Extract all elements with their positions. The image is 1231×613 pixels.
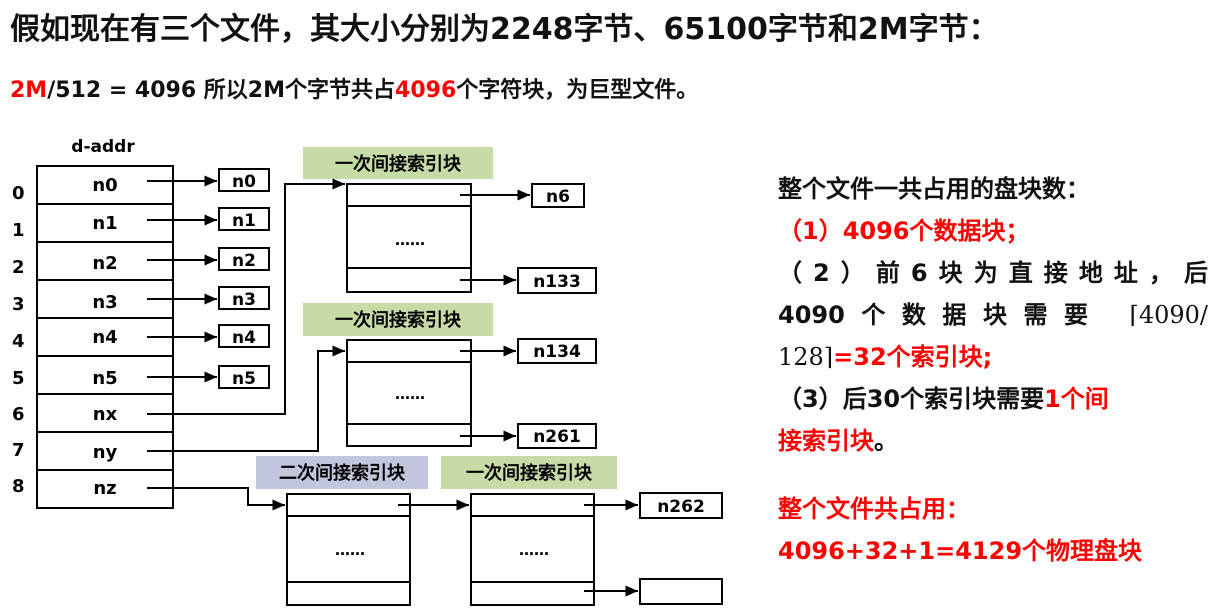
direct-arrows bbox=[147, 175, 217, 383]
calc-text: /512 = 4096 所以2M个字节共占 bbox=[47, 78, 396, 103]
calculation-panel: 整个文件一共占用的盘块数： （1）4096个数据块； （2）前6块为直接地址，后… bbox=[778, 168, 1208, 572]
total-label: 整个文件共占用： bbox=[778, 495, 970, 523]
index-label-single-2: 一次间接索引块 bbox=[335, 309, 462, 331]
slot-label: n3 bbox=[92, 292, 117, 313]
slot-label: n1 bbox=[92, 213, 117, 234]
single-index-block-2: …… n134 n261 bbox=[346, 338, 597, 449]
row-index: 3 bbox=[12, 294, 25, 315]
indirect-count-highlight: 1个间 bbox=[1044, 385, 1109, 413]
direct-block-label: n0 bbox=[232, 172, 256, 192]
direct-block-label: n4 bbox=[232, 328, 256, 348]
direct-blocks: n0 n1 n2 n3 n4 n5 bbox=[218, 168, 270, 389]
row-index: 4 bbox=[12, 331, 25, 352]
info-item-2-line-2: 4090个数据块需要 ⌈4090/ bbox=[778, 294, 1208, 336]
info-item-2-text: 4090个数据块需要 bbox=[778, 301, 1105, 329]
block-count-highlight: 4096 bbox=[395, 78, 457, 103]
ellipsis: …… bbox=[335, 541, 365, 559]
data-block-label: n133 bbox=[533, 272, 581, 292]
ellipsis: …… bbox=[519, 541, 549, 559]
ceil-formula-end: 128⌉ bbox=[778, 343, 834, 371]
info-item-3-line-2: 接索引块。 bbox=[778, 420, 1208, 462]
info-item-2-line-3: 128⌉=32个索引块; bbox=[778, 336, 1208, 378]
row-indices: 0 1 2 3 4 5 6 7 8 bbox=[12, 183, 25, 497]
direct-block-label: n5 bbox=[232, 369, 256, 389]
slot-label: n4 bbox=[92, 327, 117, 348]
page-title: 假如现在有三个文件，其大小分别为2248字节、65100字节和2M字节： bbox=[10, 12, 999, 47]
d-addr-header: d-addr bbox=[71, 137, 135, 157]
row-index: 7 bbox=[12, 440, 25, 461]
row-index: 6 bbox=[12, 404, 25, 425]
index-count-highlight: =32个索引块; bbox=[833, 343, 993, 371]
data-block-label: n261 bbox=[533, 427, 581, 447]
calc-conclusion: 个字符块，为巨型文件。 bbox=[456, 78, 699, 103]
indirect-connectors bbox=[147, 178, 345, 511]
info-item-2-line-1: （2）前6块为直接地址，后 bbox=[778, 259, 1208, 287]
direct-block-label: n3 bbox=[232, 290, 256, 310]
info-heading: 整个文件一共占用的盘块数： bbox=[778, 175, 1090, 203]
single-index-block-1: …… n6 n133 bbox=[346, 183, 597, 294]
ceil-formula-start: ⌈4090/ bbox=[1129, 301, 1209, 329]
row-index: 2 bbox=[12, 257, 25, 278]
inode-diagram: d-addr 0 1 2 3 4 5 6 7 8 n0 n1 n2 n3 n4 … bbox=[12, 137, 723, 606]
slot-labels: n0 n1 n2 n3 n4 n5 nx ny nz bbox=[92, 175, 117, 499]
data-block-label: n6 bbox=[546, 187, 570, 207]
size-2m: 2M bbox=[10, 78, 48, 103]
data-block-label: n134 bbox=[533, 342, 581, 362]
info-item-3-line-1: （3）后30个索引块需要1个间 bbox=[778, 378, 1208, 420]
slot-label: nz bbox=[93, 478, 116, 499]
ellipsis: …… bbox=[395, 231, 425, 249]
index-label-single-1: 一次间接索引块 bbox=[335, 153, 462, 175]
row-index: 1 bbox=[12, 220, 25, 241]
row-index: 0 bbox=[12, 183, 25, 204]
single-index-block-3: …… n262 bbox=[470, 492, 723, 606]
data-block-label: n262 bbox=[657, 497, 705, 517]
direct-block-label: n2 bbox=[232, 251, 256, 271]
info-item-3-end: 。 bbox=[874, 427, 898, 455]
slot-label: nx bbox=[93, 404, 118, 425]
row-index: 8 bbox=[12, 476, 25, 497]
double-index-block: …… bbox=[286, 493, 469, 606]
indirect-label-highlight: 接索引块 bbox=[778, 427, 874, 455]
slot-label: n5 bbox=[92, 368, 117, 389]
slot-label: n0 bbox=[92, 175, 117, 196]
info-item-1: （1）4096个数据块； bbox=[778, 217, 1030, 245]
ellipsis: …… bbox=[395, 385, 425, 403]
direct-block-label: n1 bbox=[232, 211, 256, 231]
slot-label: ny bbox=[93, 442, 118, 463]
slot-label: n2 bbox=[92, 253, 117, 274]
index-label-double: 二次间接索引块 bbox=[279, 462, 406, 484]
total-formula: 4096+32+1=4129个物理盘块 bbox=[778, 537, 1143, 565]
row-index: 5 bbox=[12, 368, 25, 389]
block-count-line: 2M/512 = 4096 所以2M个字节共占4096个字符块，为巨型文件。 bbox=[10, 72, 698, 104]
index-label-single-3: 一次间接索引块 bbox=[466, 462, 593, 484]
info-item-3-text: （3）后30个索引块需要 bbox=[778, 385, 1045, 413]
